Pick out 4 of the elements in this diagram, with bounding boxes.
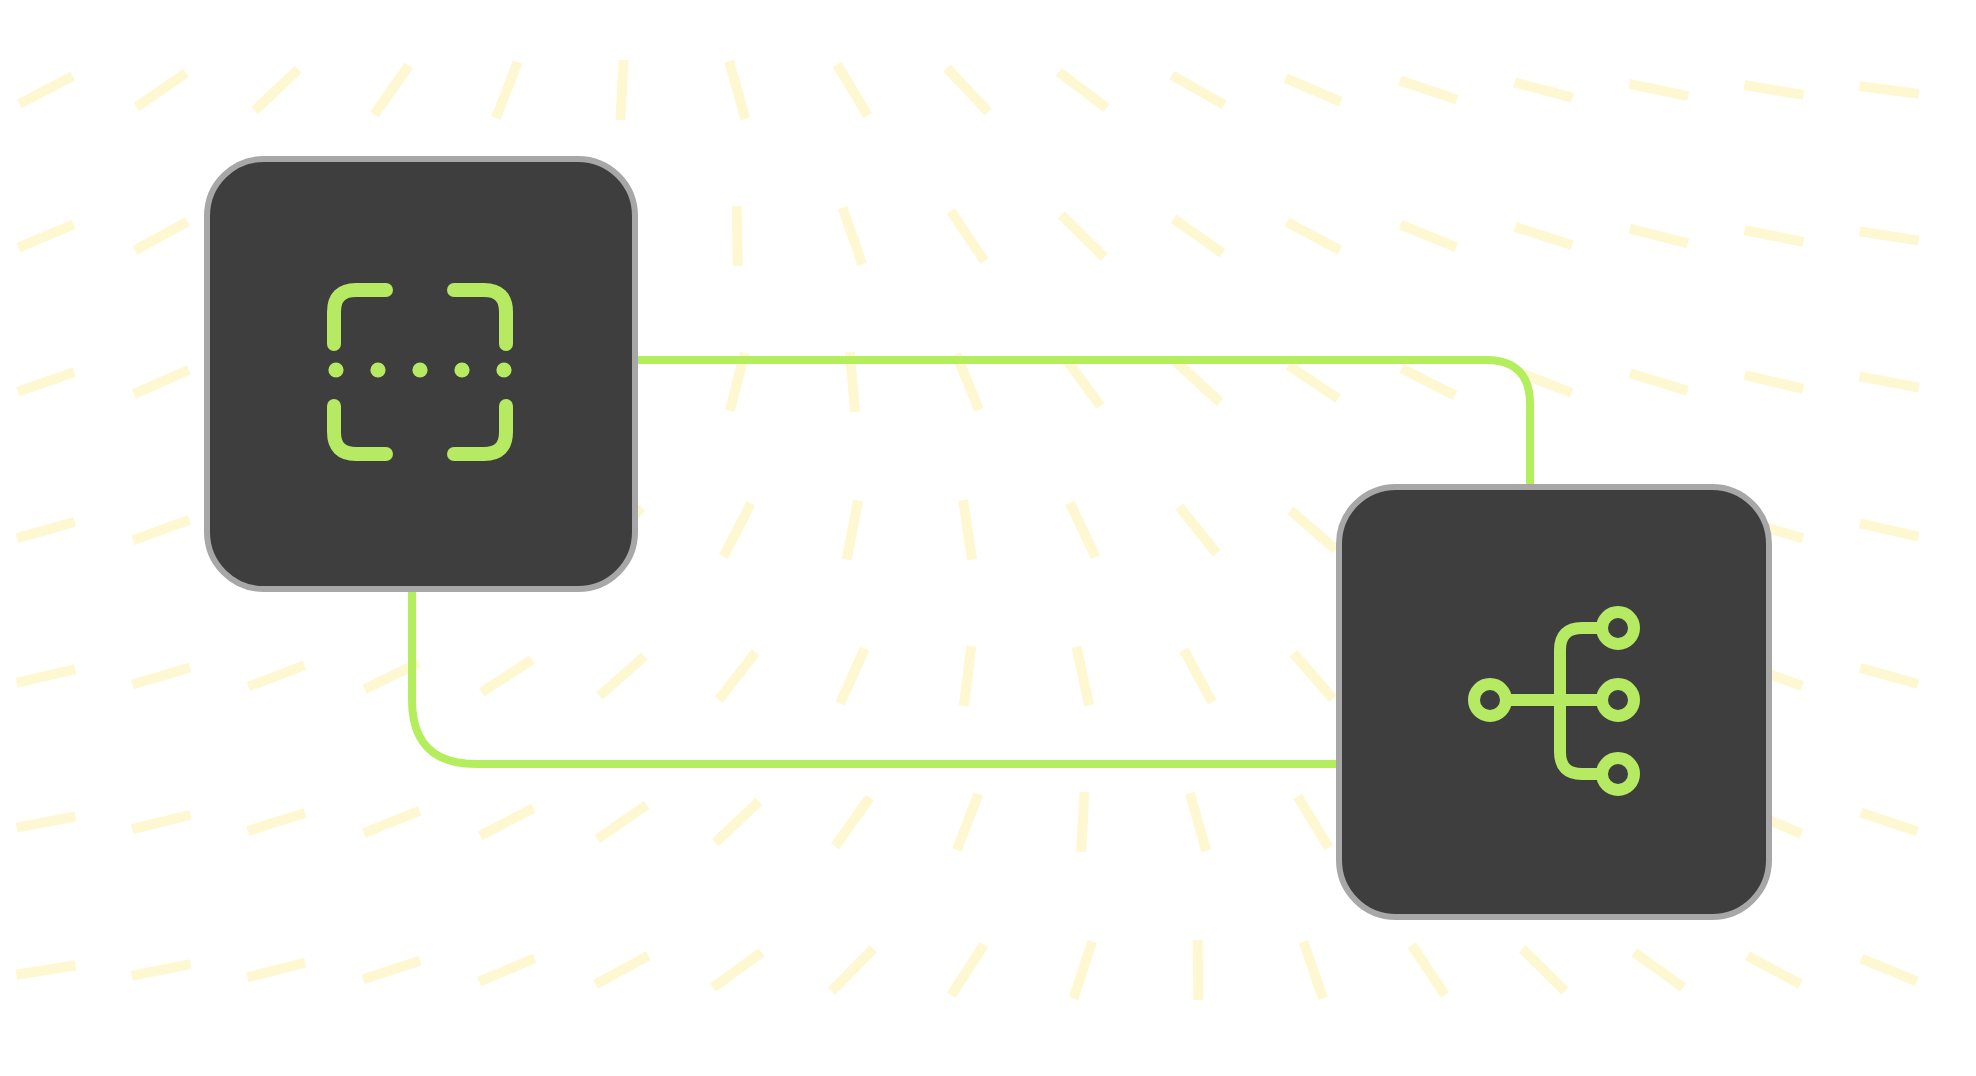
- connector-line: [638, 356, 1534, 484]
- connector-line: [408, 592, 1336, 768]
- icon-tile: [1336, 484, 1772, 920]
- icon-tile: [204, 156, 638, 592]
